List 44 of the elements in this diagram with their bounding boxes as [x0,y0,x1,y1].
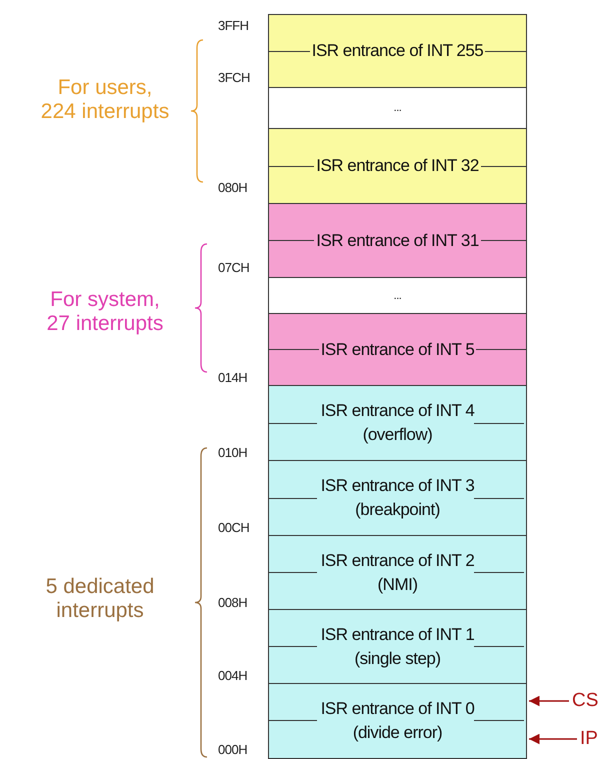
cell-label: ISR entrance of INT 255 [310,41,484,62]
cell-label: (overflow) [362,424,432,446]
memory-cell [268,14,527,88]
cell-label: ISR entrance of INT 3 [320,475,474,498]
group-label: For system, 27 interrupts [46,288,164,336]
group-label: 5 dedicated interrupts [44,575,156,623]
memory-cell [268,128,527,204]
address-label: 07CH [218,260,250,275]
cell-label: (single step) [354,648,441,670]
pointer-label: IP [580,728,598,750]
memory-cell [268,277,527,314]
arrow [529,734,577,744]
memory-cell [268,385,527,462]
cell-label: ISR entrance of INT 2 [320,550,474,572]
cell-label: (NMI) [378,574,418,596]
cell-label: ISR entrance of INT 31 [315,230,480,251]
cell-label: ... [392,102,402,114]
address-label: 3FCH [218,70,250,85]
memory-cell [268,535,527,610]
cell-label: ISR entrance of INT 0 [320,698,474,720]
memory-cell [268,203,527,278]
cell-label: (breakpoint) [355,499,440,522]
memory-cell [268,313,527,386]
address-label: 008H [218,595,248,610]
cell-label: ISR entrance of INT 32 [315,156,480,176]
address-label: 00CH [218,520,250,535]
arrow [529,696,569,706]
address-label: 014H [218,370,248,385]
cell-label: ISR entrance of INT 1 [320,624,474,646]
cell-label: ISR entrance of INT 5 [320,340,476,360]
group-label: For users, 224 interrupts [40,76,170,124]
memory-cell [268,683,527,758]
memory-cell [268,87,527,130]
cell-label: ISR entrance of INT 4 [320,400,474,422]
address-label: 000H [218,742,248,757]
address-label: 010H [218,445,248,460]
address-label: 004H [218,668,248,683]
address-label: 080H [218,180,248,195]
cell-label: ... [392,290,402,302]
cell-label: (divide error) [352,722,442,744]
pointer-label: CS [572,690,598,712]
memory-cell [268,460,527,536]
memory-cell [268,609,527,684]
address-label: 3FFH [218,18,248,33]
